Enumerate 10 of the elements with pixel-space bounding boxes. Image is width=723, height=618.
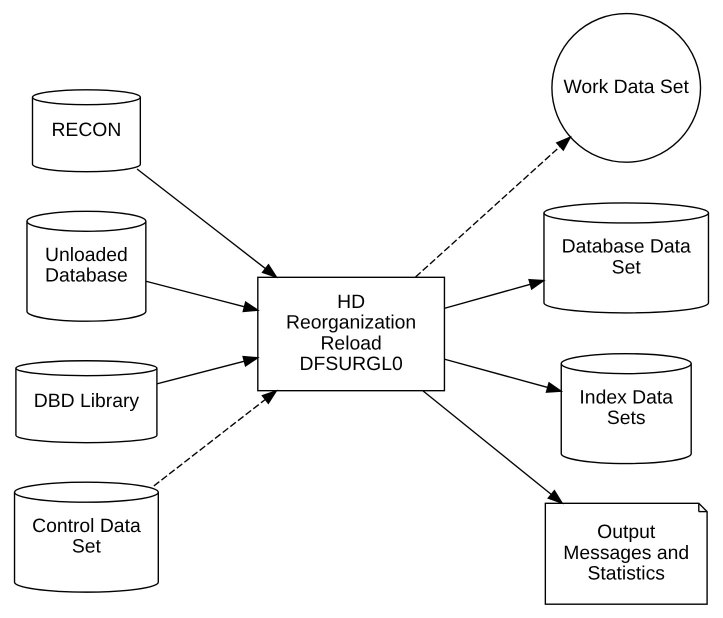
node-circle: Work Data Set bbox=[551, 12, 702, 163]
arrow bbox=[136, 168, 278, 278]
arrow bbox=[153, 390, 278, 486]
arrow bbox=[422, 390, 564, 504]
arrow bbox=[444, 278, 546, 309]
arrow bbox=[157, 356, 260, 384]
node-box: HD Reorganization Reload DFSURGL0 bbox=[257, 276, 446, 392]
arrow bbox=[444, 358, 564, 393]
arrow bbox=[415, 136, 572, 278]
arrow bbox=[146, 280, 260, 312]
